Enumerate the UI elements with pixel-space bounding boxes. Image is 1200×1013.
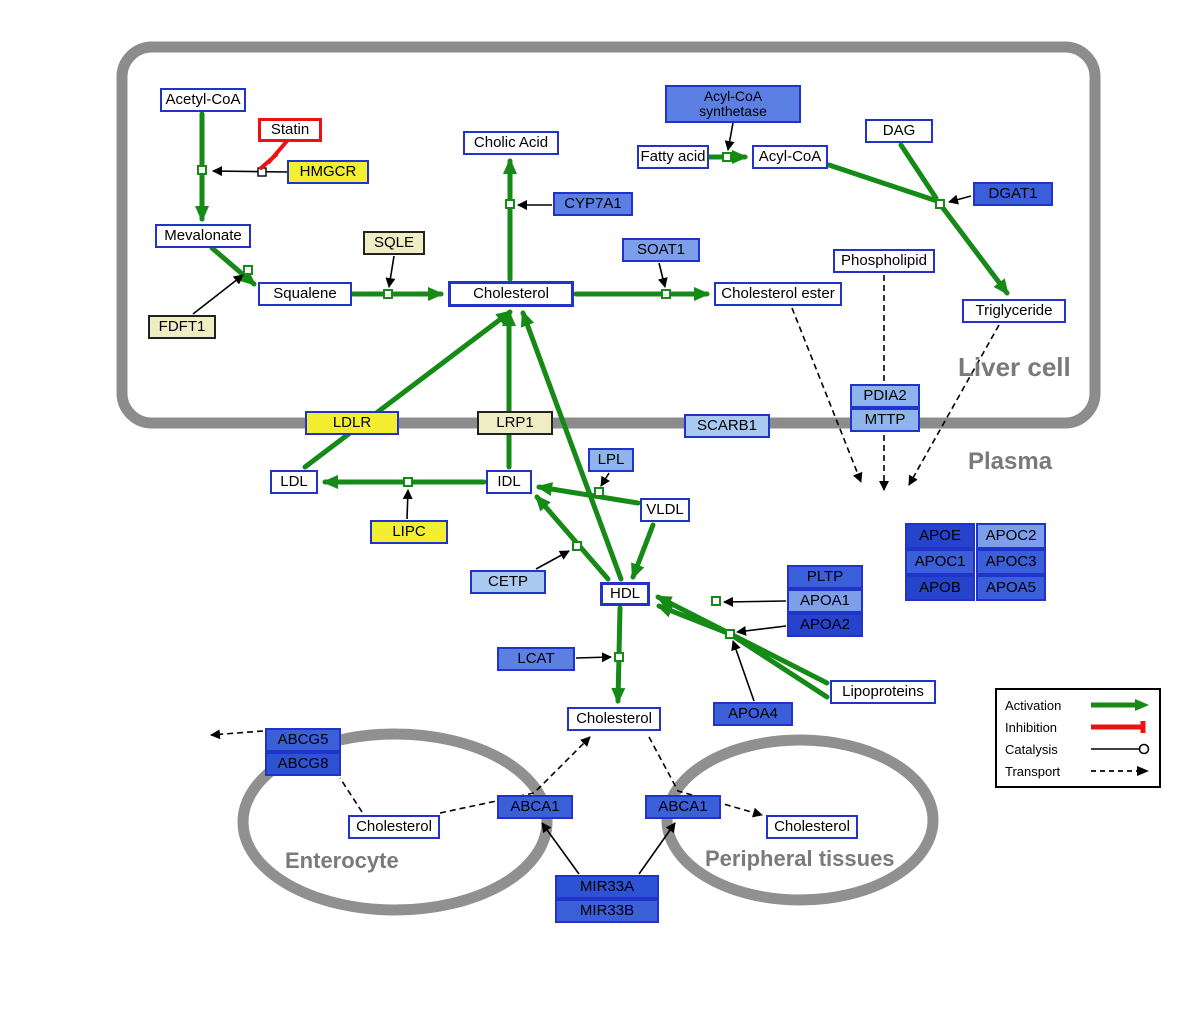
node-apob[interactable]: APOB [905,575,975,601]
node-lipc[interactable]: LIPC [370,520,448,544]
node-pdia2[interactable]: PDIA2 [850,384,920,408]
enterocyte-label: Enterocyte [285,848,399,873]
node-scarb1[interactable]: SCARB1 [684,414,770,438]
catalysis-circle-glyph [1091,743,1150,755]
legend-activation-label: Activation [1005,697,1062,713]
inhibition-tbar-glyph [1091,721,1146,733]
node-dgat1[interactable]: DGAT1 [973,182,1053,206]
node-lpl[interactable]: LPL [588,448,634,472]
inhibition-edge [259,139,289,170]
node-hmgcr[interactable]: HMGCR [287,160,369,184]
compartment-outlines [116,41,1101,916]
node-apoa4[interactable]: APOA4 [713,702,793,726]
node-acetyl-coa[interactable]: Acetyl-CoA [160,88,246,112]
node-statin[interactable]: Statin [258,118,322,142]
legend-row-catalysis: Catalysis [1005,739,1151,759]
node-soat1[interactable]: SOAT1 [622,238,700,262]
node-apoa1[interactable]: APOA1 [787,589,863,613]
node-cetp[interactable]: CETP [470,570,546,594]
activation-arrow-glyph [1091,699,1149,711]
legend-row-inhibition: Inhibition [1005,717,1151,737]
node-hdl[interactable]: HDL [600,582,650,606]
node-triglyceride[interactable]: Triglyceride [962,299,1066,323]
node-abca1-enterocyte[interactable]: ABCA1 [497,795,573,819]
node-cyp7a1[interactable]: CYP7A1 [553,192,633,216]
node-abcg8[interactable]: ABCG8 [265,752,341,776]
node-cholesterol-peripheral[interactable]: Cholesterol [766,815,858,839]
liver-cell-label: Liver cell [958,352,1071,382]
node-pltp[interactable]: PLTP [787,565,863,589]
node-cholesterol-enterocyte[interactable]: Cholesterol [348,815,440,839]
legend-row-transport: Transport [1005,761,1151,781]
plasma-label: Plasma [968,448,1053,475]
node-idl[interactable]: IDL [486,470,532,494]
node-ldlr[interactable]: LDLR [305,411,399,435]
node-lcat[interactable]: LCAT [497,647,575,671]
node-apoe[interactable]: APOE [905,523,975,549]
node-lipoproteins[interactable]: Lipoproteins [830,680,936,704]
node-apoa2[interactable]: APOA2 [787,613,863,637]
node-cholesterol-liver[interactable]: Cholesterol [448,281,574,307]
node-abca1-peripheral[interactable]: ABCA1 [645,795,721,819]
node-mir33b[interactable]: MIR33B [555,899,659,923]
node-acyl-coa[interactable]: Acyl-CoA [752,145,828,169]
node-dag[interactable]: DAG [865,119,933,143]
node-cholesterol-plasma[interactable]: Cholesterol [567,707,661,731]
node-ldl[interactable]: LDL [270,470,318,494]
node-cholic-acid[interactable]: Cholic Acid [463,131,559,155]
legend: Activation Inhibition Catalysis Transpor… [995,688,1161,788]
peripheral-tissues-label: Peripheral tissues [705,846,895,871]
node-apoc3[interactable]: APOC3 [976,549,1046,575]
node-abcg5[interactable]: ABCG5 [265,728,341,752]
node-squalene[interactable]: Squalene [258,282,352,306]
legend-inhibition-label: Inhibition [1005,719,1058,735]
node-mttp[interactable]: MTTP [850,408,920,432]
node-sqle[interactable]: SQLE [363,231,425,255]
node-apoa5[interactable]: APOA5 [976,575,1046,601]
node-lrp1[interactable]: LRP1 [477,411,553,435]
transport-dashed-arrow-glyph [1091,766,1149,776]
node-fdft1[interactable]: FDFT1 [148,315,216,339]
node-acyl-coa-synthetase[interactable]: Acyl-CoA synthetase [665,85,801,123]
node-vldl[interactable]: VLDL [640,498,690,522]
node-mevalonate[interactable]: Mevalonate [155,224,251,248]
node-apoc1[interactable]: APOC1 [905,549,975,575]
legend-catalysis-label: Catalysis [1005,741,1058,757]
legend-transport-label: Transport [1005,763,1061,779]
node-phospholipid[interactable]: Phospholipid [833,249,935,273]
node-mir33a[interactable]: MIR33A [555,875,659,899]
legend-row-activation: Activation [1005,695,1151,715]
node-cholesterol-ester[interactable]: Cholesterol ester [714,282,842,306]
node-fatty-acid[interactable]: Fatty acid [637,145,709,169]
node-apoc2[interactable]: APOC2 [976,523,1046,549]
